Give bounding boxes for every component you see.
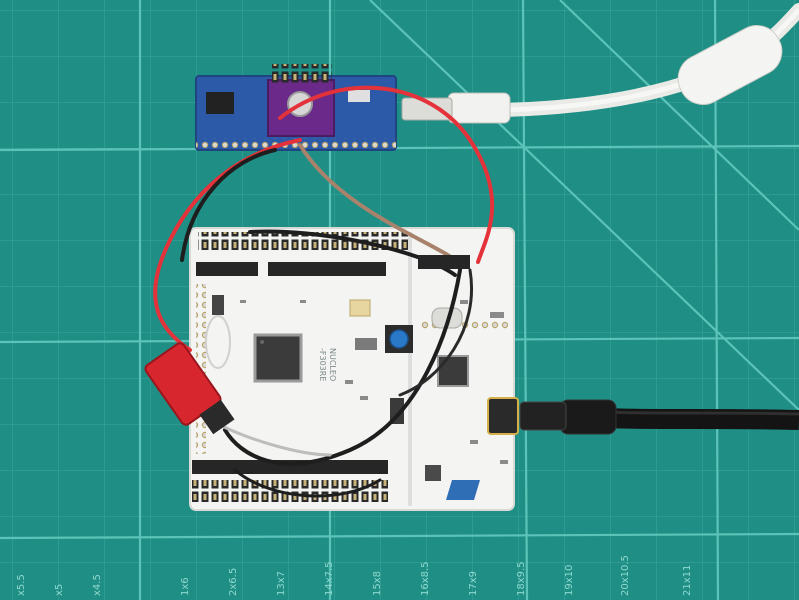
- header-bottom-pins: [192, 480, 388, 502]
- mat-label: 14x7.5: [324, 561, 335, 596]
- mat-label: 16x8.5: [420, 561, 431, 596]
- crystal: [349, 299, 371, 317]
- mat-label: 19x10: [564, 565, 575, 596]
- header-bottom-female: [192, 460, 388, 474]
- red-jumper-housing: [144, 342, 235, 435]
- header-top-mid: [268, 262, 386, 276]
- board-model-line-2: -F303RE: [318, 348, 327, 381]
- wire-black-top: [180, 148, 277, 262]
- mat-label: 20x10.5: [620, 555, 631, 596]
- wire-grey: [218, 423, 332, 457]
- connector-header: [418, 255, 470, 269]
- user-button: [389, 329, 409, 349]
- wire-brown: [298, 143, 460, 264]
- st-logo: [446, 480, 480, 500]
- header-top-left: [196, 262, 258, 276]
- mat-label: 17x9: [468, 571, 479, 596]
- small-ic: [425, 465, 441, 481]
- mat-label: 2x6.5: [228, 568, 239, 596]
- smd-components: [240, 300, 508, 464]
- sensor-board-part: [348, 90, 370, 102]
- usb-plug-black: [559, 399, 617, 435]
- usb-plug-white: [447, 92, 511, 124]
- breakout-pins: [272, 64, 332, 84]
- wire-black-bottom: [233, 468, 382, 498]
- usb-cable-white-ferrite: [677, 25, 783, 105]
- mat-label: 13x7: [276, 571, 287, 596]
- usb-cable-black: [519, 399, 799, 435]
- regulator: [355, 338, 377, 350]
- sensor-board-holes: [196, 138, 396, 148]
- board-model-line-1: NUCLEO: [328, 348, 337, 381]
- usb-plug-black-body: [519, 401, 567, 431]
- wire-black-short: [398, 268, 473, 397]
- usb-cable-white: [401, 3, 799, 124]
- mat-label: 1x6: [180, 577, 191, 596]
- mat-label: x4.5: [92, 574, 103, 596]
- sensor-board-regulator: [206, 92, 234, 114]
- wire-black-loop: [223, 268, 462, 466]
- header-top-pins: [198, 232, 408, 250]
- mat-label: 15x8: [372, 571, 383, 596]
- mat-label: x5: [54, 584, 65, 596]
- morpho-holes-right: [420, 320, 508, 330]
- stlink-chip: [437, 355, 469, 387]
- red-jumper-pin: [199, 399, 235, 435]
- usb-mini-connector: [487, 397, 519, 435]
- mat-label: 18x9.5: [516, 561, 527, 596]
- mat-label: 21x11: [682, 565, 693, 596]
- mat-label: x5.5: [16, 574, 27, 596]
- jumper-block: [212, 295, 224, 315]
- usb-plug-white-metal: [401, 97, 453, 121]
- wire-red-right: [278, 85, 495, 264]
- mat-scale-labels: x5.5 x5 x4.5 1x6 2x6.5 13x7 14x7.5 15x8 …: [16, 555, 693, 596]
- breakout-board-purple: [267, 64, 335, 137]
